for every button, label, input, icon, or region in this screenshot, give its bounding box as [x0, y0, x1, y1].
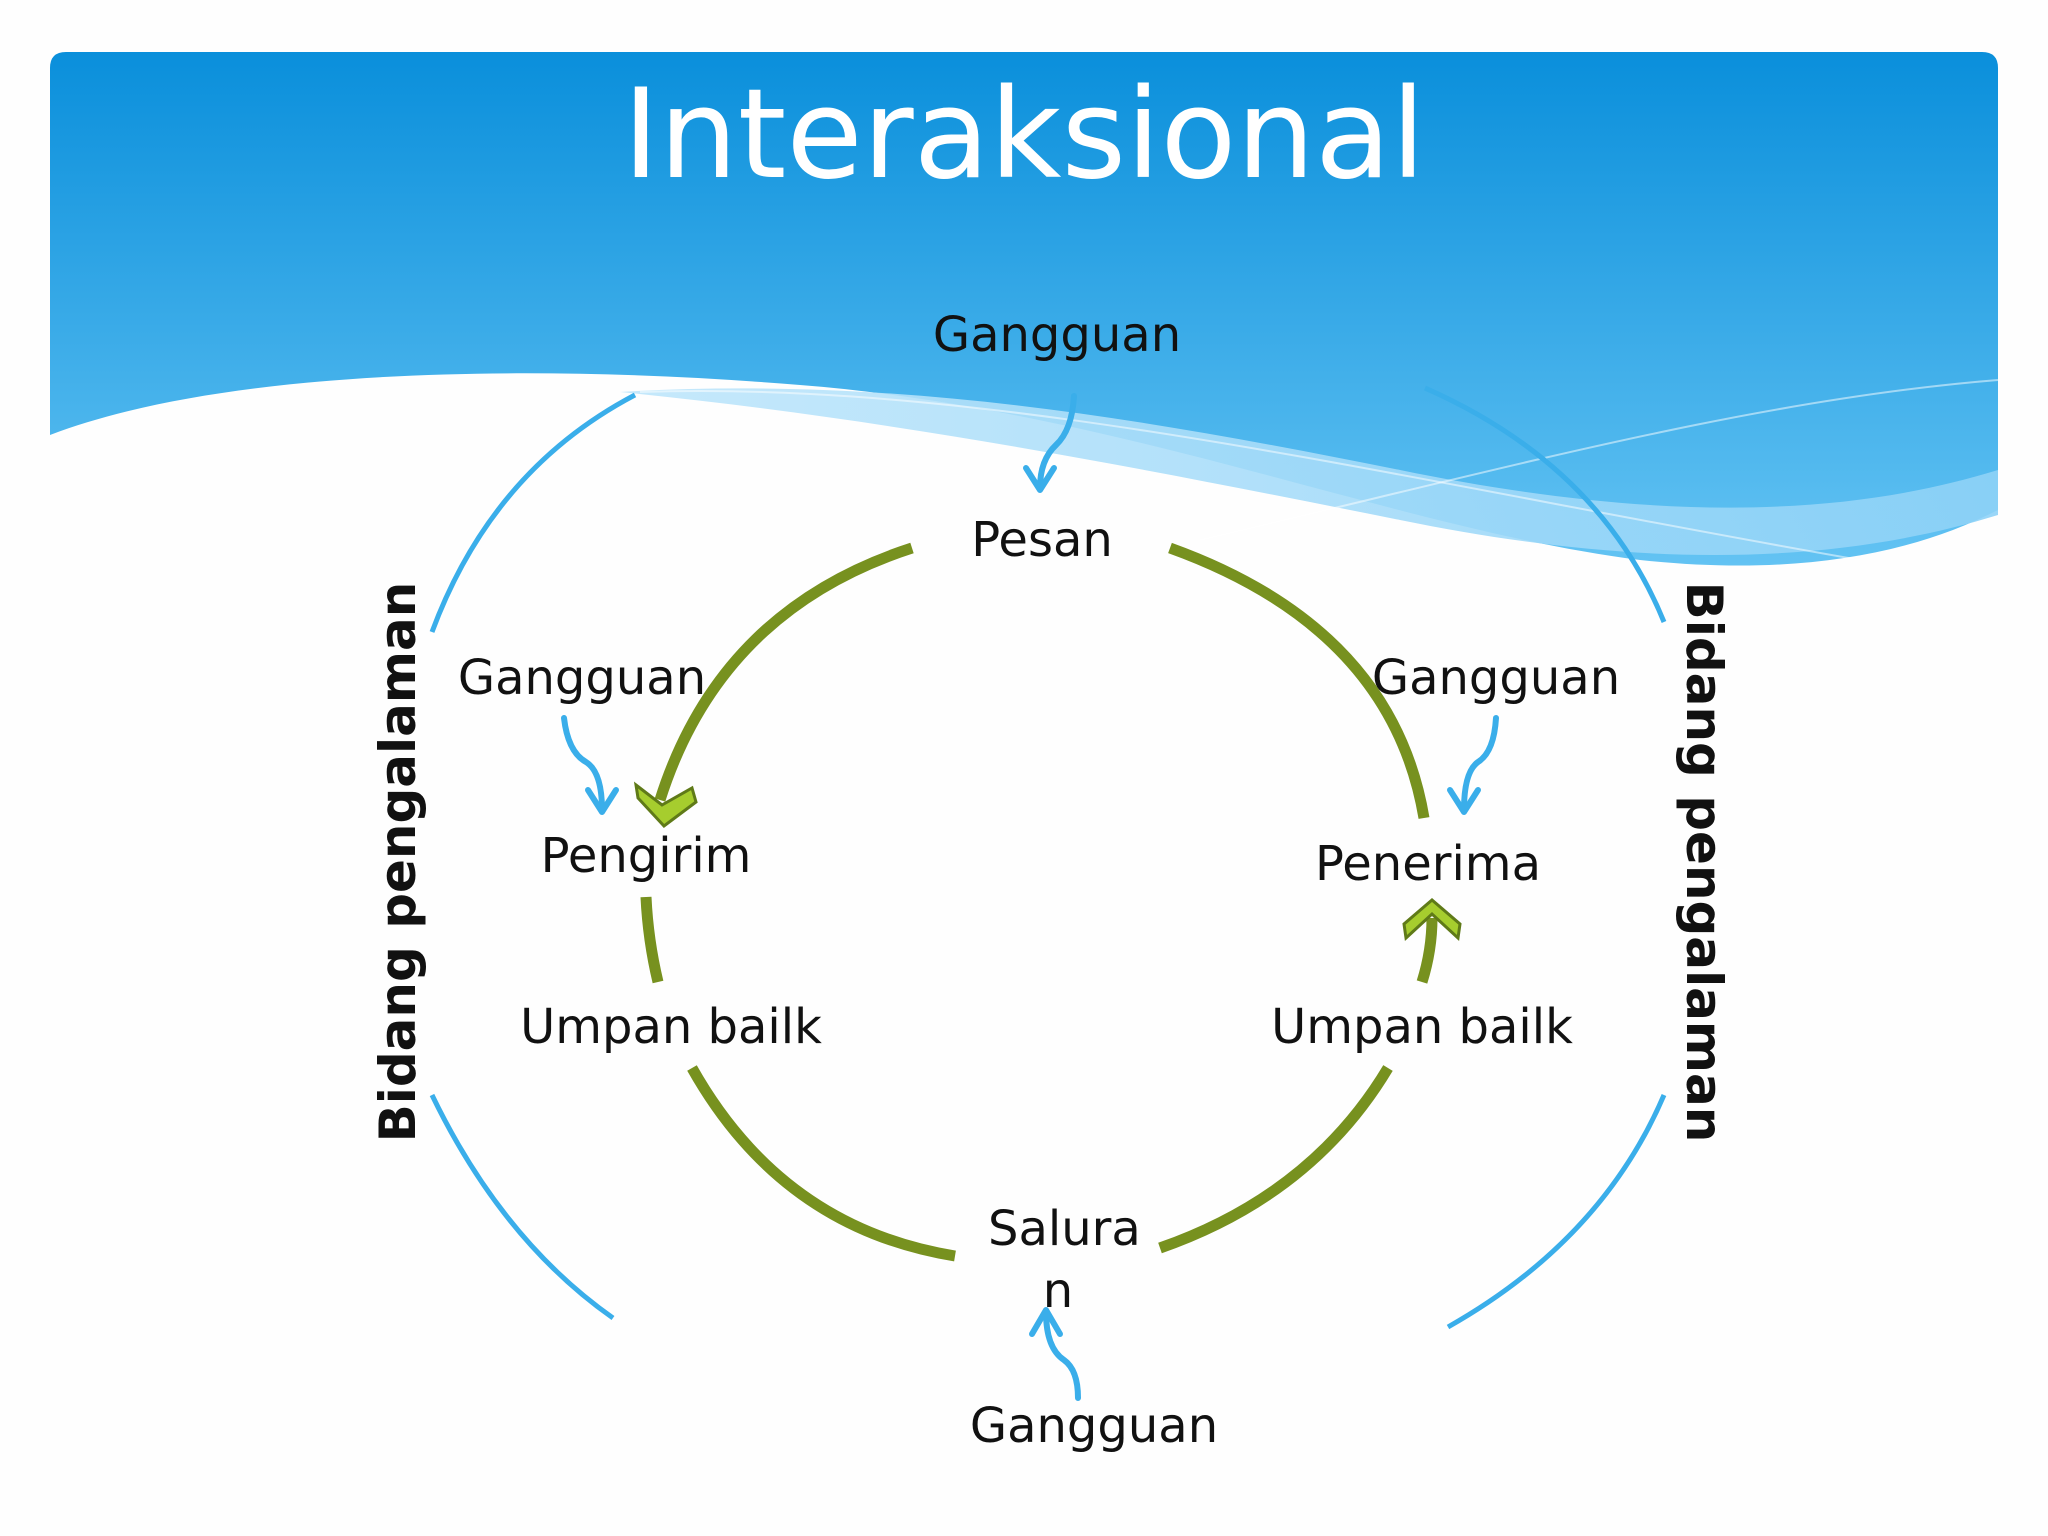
cycle-arc-penerima-to-pesan — [1168, 542, 1430, 819]
noise-label-bottom: Gangguan — [969, 1398, 1219, 1454]
cycle-arc-umpan-to-penerima — [1416, 917, 1438, 984]
field-label-left: Bidang pengalaman — [369, 581, 427, 1143]
node-umpan-balik-right: Umpan bailk — [1271, 999, 1573, 1055]
header-wave-line — [639, 390, 1861, 561]
noise-arrow-bottom — [1029, 1307, 1081, 1401]
noise-arrow-top — [1023, 393, 1077, 493]
node-pesan: Pesan — [971, 512, 1113, 568]
header-wave-line — [1199, 379, 1999, 541]
slide-title: Interaksional — [622, 63, 1426, 207]
node-saluran: Salura n — [988, 1201, 1141, 1319]
field-arc-left-upper — [429, 392, 637, 633]
cycle-arc-pesan-to-pengirim — [654, 542, 914, 802]
node-penerima: Penerima — [1315, 836, 1541, 892]
node-umpan-balik-left: Umpan bailk — [520, 999, 822, 1055]
field-arc-right-upper — [1423, 385, 1667, 623]
noise-arrow-left — [561, 715, 619, 815]
cycle-arc-umpan-to-saluran — [687, 1065, 956, 1262]
arrow-head-to-penerima — [1402, 898, 1462, 942]
field-arc-left-lower — [429, 1093, 615, 1321]
field-label-right: Bidang pengalaman — [1675, 581, 1733, 1143]
noise-label-right: Gangguan — [1371, 650, 1621, 706]
cycle-arc-saluran-to-umpan — [1158, 1065, 1393, 1254]
header-wave — [620, 388, 1998, 555]
cycle-arc-pengirim-to-umpan — [640, 896, 664, 984]
field-arc-right-lower — [1446, 1094, 1667, 1330]
noise-arrow-right — [1447, 715, 1499, 815]
arrow-head-to-pengirim — [633, 781, 698, 829]
node-pengirim: Pengirim — [540, 828, 752, 884]
noise-label-top: Gangguan — [932, 307, 1182, 363]
noise-label-left: Gangguan — [457, 650, 707, 706]
